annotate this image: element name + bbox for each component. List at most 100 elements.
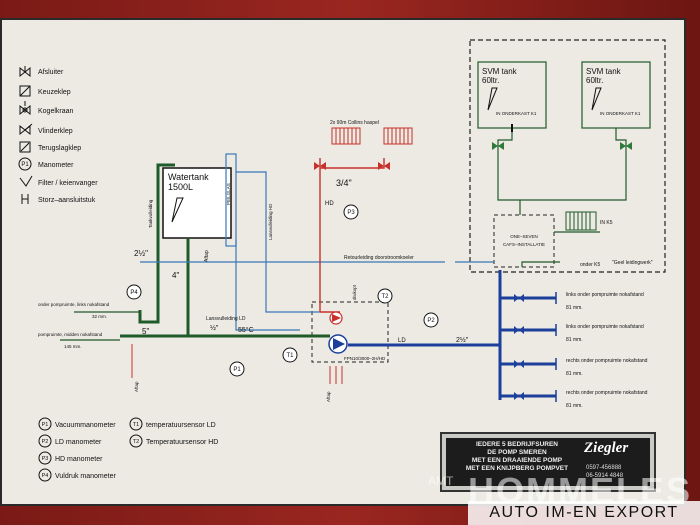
fill-label: Tankvulleiding [148,199,153,228]
tank-capacity: 1500L [168,182,193,192]
key-text: temperatuursensor LD [146,422,216,429]
cafs-line1: ONE–SEVEN [510,234,538,239]
svm-level-icon [591,87,602,111]
plate-line1: IEDERE 5 BEDRIJFSUREN [476,441,558,448]
hd-valves [314,162,390,170]
hd-label: HD [325,201,334,207]
pump-box [311,301,389,363]
water-tank [162,167,232,239]
outlet-size: 81 mm. [566,371,583,377]
brand-logo: Ziegler [584,440,629,456]
hd-pump-arrow-icon [332,314,341,322]
outlet-size: 145 mm. [64,344,82,349]
svm2-title: SVM tank [586,67,622,76]
svm1-volume: 60ltr. [482,76,499,85]
plate-line4: MET EEN KNIJPBERG POMPVET [465,465,569,472]
drain-label-left: Aftap [134,381,139,392]
temp-label: 55°C [238,326,254,334]
legend-p1: P1 [21,162,29,168]
gauge-t1 [282,347,298,363]
legend-label: Manometer [38,162,74,169]
legend-label: Afsluiter [38,69,64,76]
right-outlet-labels: links onder pompruimte nokafstand 81 mm.… [566,292,648,409]
svm1-title: SVM tank [482,67,518,76]
ld-fill-label: Lansvulleiding LD [206,316,246,322]
cafs-line2: CAFS–INSTALLATIE [503,242,545,247]
tank-overflow-label: Aftap [204,250,210,262]
outlet-label: links onder pompruimte nokafstand [566,292,644,298]
outlet-label: pompruimte, midden nokafstand [38,332,103,337]
butterfly-valve-icon [19,123,33,136]
outlet-label: links onder pompruimte nokafstand [566,324,644,330]
drain-arrows [329,366,343,384]
cafs-reel-label: IN K5 [600,220,613,226]
tank-title: Watertank [168,172,209,182]
drain-label: Aftap [326,391,331,402]
outlet-size: 81 mm. [566,305,583,311]
plate-line3: MET EEN DRAAIENDE POMP [471,457,563,464]
key-text: Vuldruk manometer [55,473,116,480]
watermark-prefix: AMT [428,474,454,488]
gauge-p1 [229,361,245,377]
hose-reel-icon [331,127,361,145]
outlet-size: 81 mm. [566,403,583,409]
outlet-label: onder pompruimte, links nokafstand [38,302,110,307]
phone-2: 06-5914 4848 [586,473,624,479]
outlet-size: 81 mm. [566,337,583,343]
hd-pipes [319,158,385,313]
legend-label: Keuzeklep [38,89,71,96]
gauge-label: P4 [130,290,138,296]
watermark-tag: AUTO IM-EN EXPORT [468,501,700,525]
gauge-p3 [343,204,359,220]
cafs-box [493,214,555,268]
svm-lines [497,128,627,267]
check-valve-icon [19,141,31,153]
storz-coupling-icon [21,194,29,204]
svm-level-icon [487,87,498,111]
outlet-label: rechts onder pompruimte nokafstand [566,390,648,396]
hose-label: 2x 90m Collins haspel [330,120,379,126]
key-symbol: T2 [133,439,139,445]
outlet-valves [514,294,524,400]
suction-pipes [120,163,330,338]
ld-label: LD [398,338,406,344]
gauge-p2 [423,312,439,328]
legend-label: Storz–aansluitstuk [38,197,96,204]
cafs-hose-note: "Geel leidingwerk" [612,260,653,266]
selector-valve-icon [19,85,31,97]
svm2-volume: 60ltr. [586,76,603,85]
key-text: HD manometer [55,456,103,463]
key-text: LD manometer [55,439,102,446]
hd-fill-label: Lansvulleiding HD [268,203,273,240]
outlet-label: rechts onder pompruimte nokafstand [566,358,648,364]
gauge-label: P3 [347,210,355,216]
sight-glass [225,153,237,247]
ball-valve-icon [19,101,31,116]
legend-label: Vlinderklep [38,128,73,135]
key-symbols: P1 P2 P3 P4 T1 T2 [42,422,140,479]
legend-label: Filter / keienvanger [38,180,98,187]
sight-glass-label: PEILGLAS [226,183,231,205]
key-symbol: T1 [133,422,139,428]
right-size-label: 2½" [456,336,469,344]
tank-level-icon [171,197,184,223]
gauge-t2 [377,288,393,304]
gauge-p4 [126,284,142,300]
svm1-note: IN ONDERKAST K1 [496,111,537,116]
return-label: Retourleiding doorstroomkoeler [344,255,414,261]
left-outlet-labels: onder pompruimte, links nokafstand 32 mm… [38,302,110,349]
legend-label: Kogelkraan [38,108,74,115]
key-text: Vacuummanometer [55,422,116,429]
key-symbol: P3 [42,456,49,462]
drukopt-label: drukopt [352,284,357,300]
half-inch-label: ½" [210,324,219,332]
gate-valve-icon [19,66,31,78]
ld-pipes [348,270,556,400]
key-symbol: P4 [42,473,49,479]
left-size-label: 2½" [134,249,148,258]
svm-enclosure [469,39,666,273]
key-symbol: P1 [42,422,49,428]
plate-body: IEDERE 5 BEDRIJFSUREN DE POMP SMEREN MET… [446,438,650,486]
legend-label: Terugslagklep [38,145,81,152]
